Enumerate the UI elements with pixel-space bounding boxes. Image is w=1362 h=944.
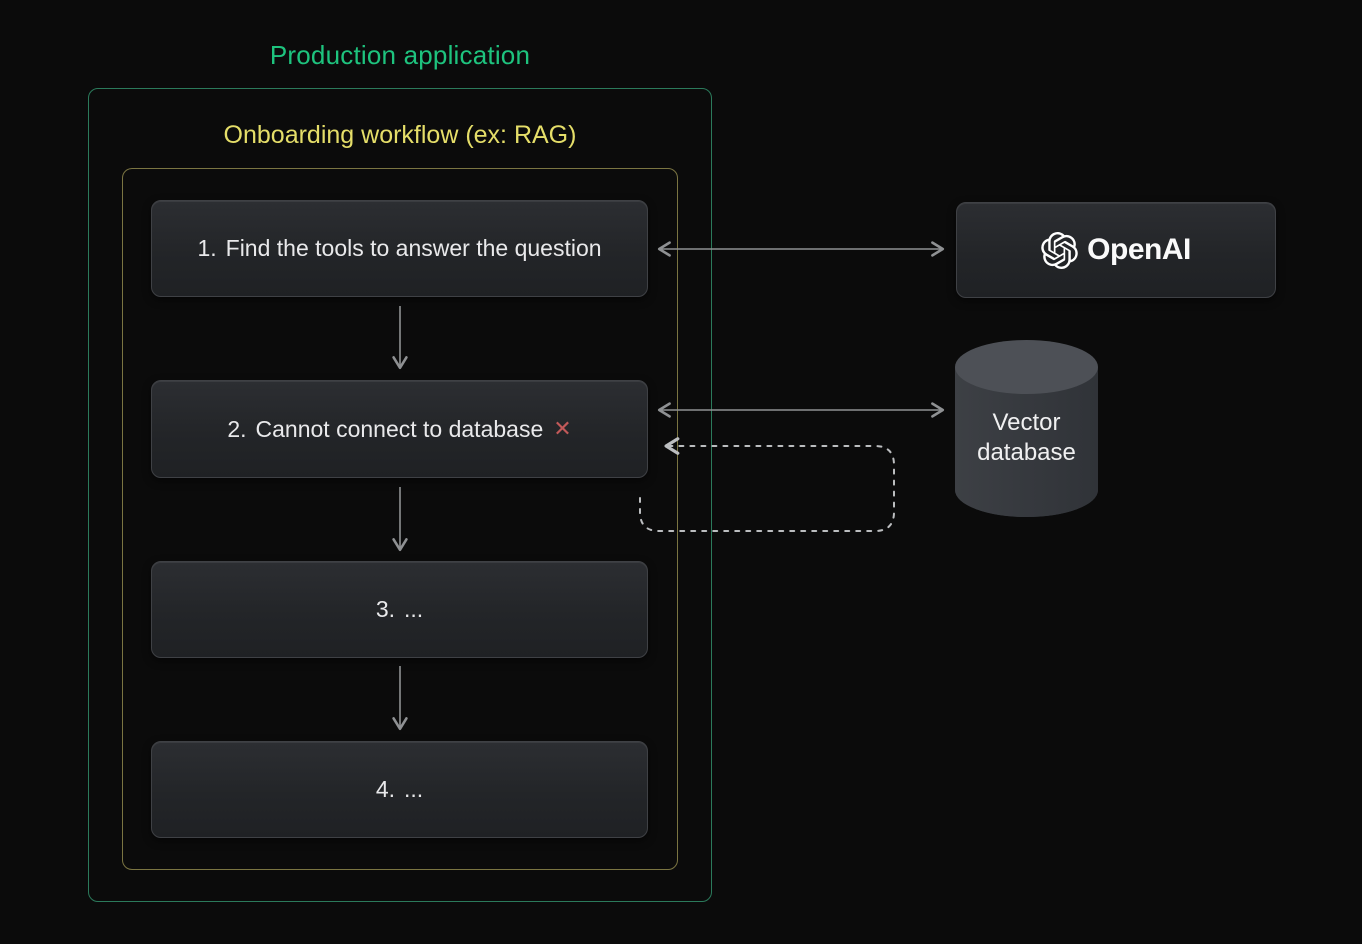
step-3-node: 3. ... xyxy=(151,561,648,658)
step-2-number: 2. xyxy=(227,415,247,442)
production-application-title: Production application xyxy=(269,40,531,70)
openai-logo-icon xyxy=(1041,231,1078,269)
vector-database-label: Vector database xyxy=(977,409,1076,466)
step-1-node: 1. Find the tools to answer the question xyxy=(151,200,648,297)
openai-label: OpenAI xyxy=(1087,233,1191,266)
error-x-icon: ✕ xyxy=(553,416,572,441)
onboarding-workflow-title: Onboarding workflow (ex: RAG) xyxy=(223,121,577,149)
step-3-number: 3. xyxy=(375,596,395,622)
step-2-label: Cannot connect to database xyxy=(255,415,544,442)
openai-node: OpenAI xyxy=(956,202,1276,298)
step-1-number: 1. xyxy=(197,235,217,261)
step-4-number: 4. xyxy=(375,776,395,802)
step-2-node: 2. Cannot connect to database ✕ xyxy=(151,380,648,478)
step-1-label: Find the tools to answer the question xyxy=(225,235,602,261)
step-3-label: ... xyxy=(404,596,424,622)
step-4-node: 4. ... xyxy=(151,741,648,838)
step-4-label: ... xyxy=(404,776,424,802)
vector-database-cylinder xyxy=(955,340,1098,517)
